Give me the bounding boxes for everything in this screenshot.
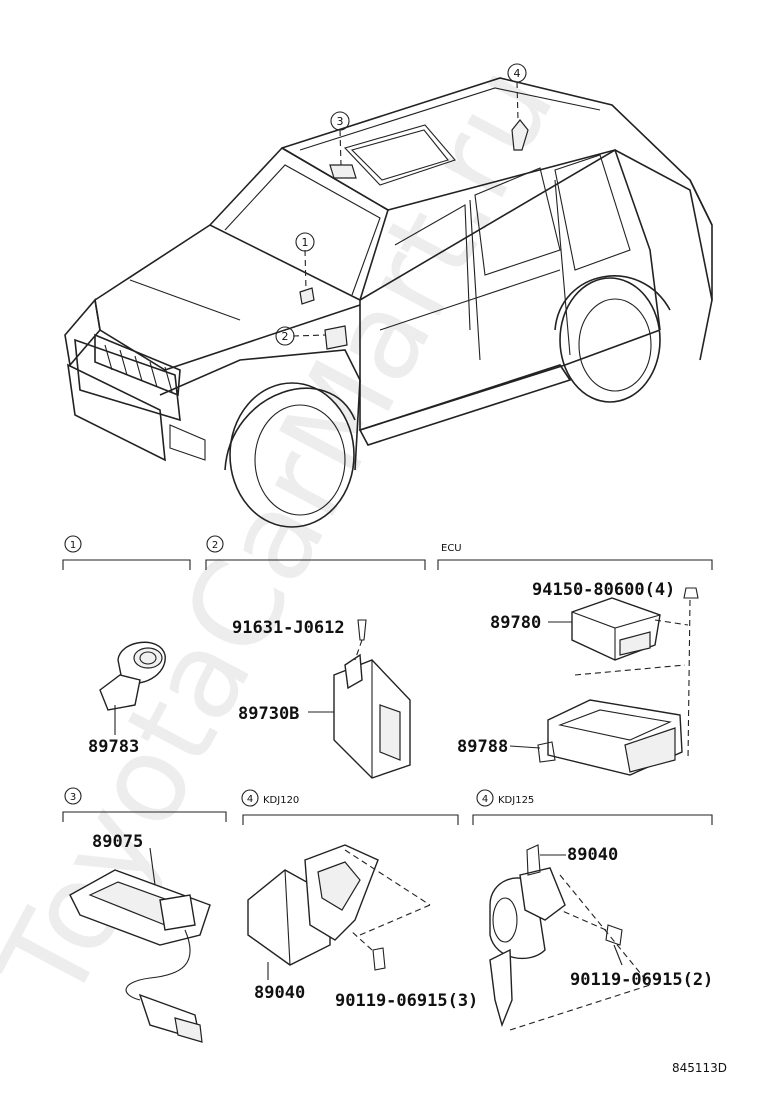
part-number-89780: 89780 (490, 613, 541, 633)
callout-2: 2 (282, 330, 289, 343)
callout-4-circle (507, 63, 527, 83)
callout-1: 1 (302, 236, 309, 249)
part-number-89788: 89788 (457, 737, 508, 757)
vehicle-callouts: 1 2 3 4 (275, 63, 527, 346)
section-headers: 1 2 ECU 3 4 KDJ120 4 KDJ125 (62, 535, 713, 825)
section-4a-num: 4 (247, 794, 253, 805)
section-ecu-label: ECU (441, 543, 462, 554)
sensor-89040-kdj120 (247, 844, 431, 980)
module-89730b (308, 619, 411, 779)
section-4b-num: 4 (482, 794, 488, 805)
diagram-id: 845113D (672, 1061, 727, 1075)
callout-3: 3 (337, 115, 344, 128)
part-number-90119-06915-2: 90119-06915(2) (570, 970, 713, 990)
part-number-89075: 89075 (92, 832, 143, 852)
section-3-num: 3 (70, 792, 76, 803)
part-number-89783: 89783 (88, 737, 139, 757)
sensor-89783 (99, 641, 166, 735)
section-1-num: 1 (70, 540, 76, 551)
lamp-89075 (69, 847, 211, 1043)
part-number-90119-06915-3: 90119-06915(3) (335, 991, 478, 1011)
callout-1-circle (295, 232, 315, 252)
callout-3-circle (330, 111, 350, 131)
part-number-91631-j0612: 91631-J0612 (232, 618, 345, 638)
callout-4: 4 (514, 67, 521, 80)
section-4a-label: KDJ120 (263, 795, 299, 806)
callout-2-circle (275, 326, 295, 346)
vehicle-illustration (64, 77, 713, 528)
part-number-89730b: 89730B (238, 704, 299, 724)
part-number-89040-kdj125: 89040 (567, 845, 618, 865)
part-number-94150-80600: 94150-80600(4) (532, 580, 675, 600)
part-number-89040-kdj120: 89040 (254, 983, 305, 1003)
ecu-assembly (509, 587, 699, 776)
section-2-num: 2 (212, 540, 218, 551)
sensor-89040-kdj125 (489, 844, 651, 1031)
section-4b-label: KDJ125 (498, 795, 534, 806)
